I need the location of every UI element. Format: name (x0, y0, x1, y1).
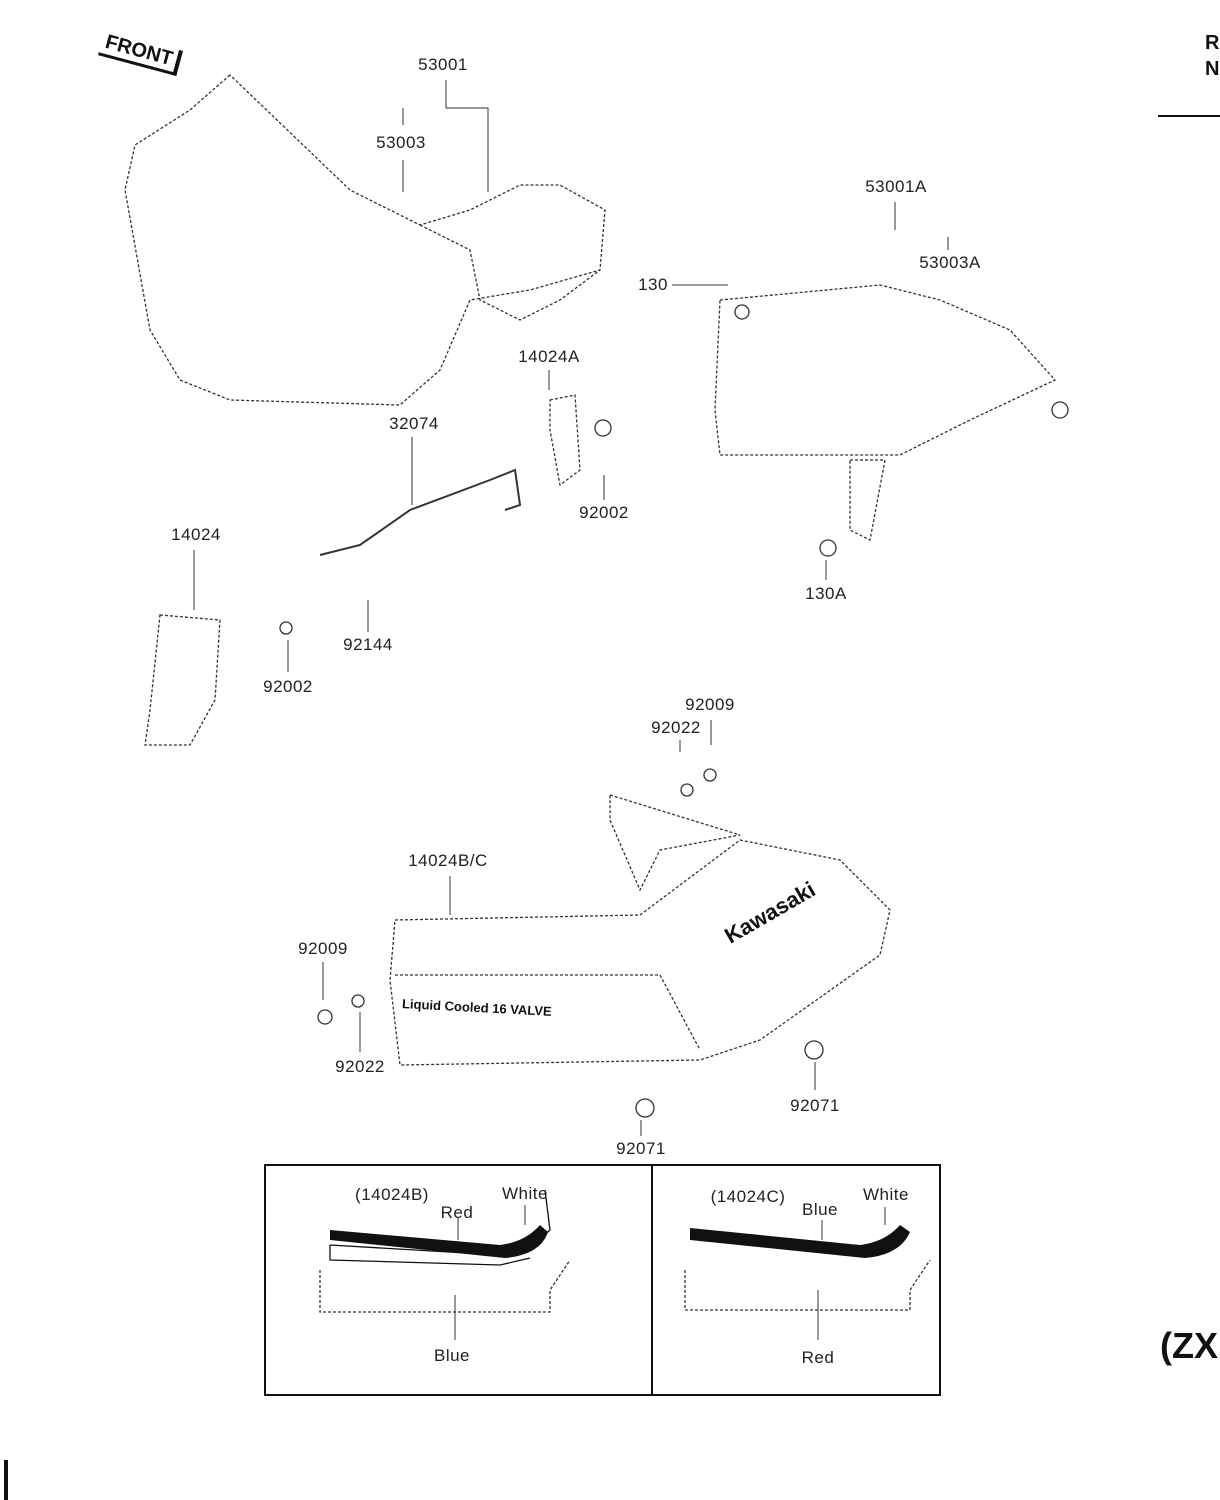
inset-b-part: (14024B) (355, 1185, 429, 1204)
callout-130: 130 (638, 275, 668, 294)
inset-b-top-color: Red (440, 1203, 474, 1222)
side-header-line2: N (1205, 58, 1220, 80)
seat-cowl-drawing (714, 284, 1057, 456)
side-model-label: (ZX (1160, 1325, 1218, 1366)
callout-92022-lower: 92022 (335, 1057, 385, 1076)
callout-92071-right: 92071 (790, 1096, 840, 1115)
callout-14024: 14024 (171, 525, 221, 544)
inset-c-tip-color: White (863, 1185, 909, 1204)
callout-14024BC: 14024B/C (408, 851, 488, 870)
callout-14024A: 14024A (518, 347, 580, 366)
inset-b-tip-color: White (502, 1184, 548, 1203)
callout-92022-upper: 92022 (651, 718, 701, 737)
inset-c-bottom-color: Red (801, 1348, 835, 1367)
callout-92071-bottom: 92071 (616, 1139, 666, 1158)
callout-53003: 53003 (376, 133, 426, 152)
inset-c-part: (14024C) (710, 1187, 786, 1206)
callout-92144: 92144 (343, 635, 393, 654)
tail-cover-drawing (389, 839, 891, 1066)
callout-92002-lower: 92002 (263, 677, 313, 696)
side-header-line1: R (1205, 32, 1220, 54)
callout-92009-lower: 92009 (298, 939, 348, 958)
callout-130A: 130A (805, 584, 847, 603)
callout-53003A: 53003A (919, 253, 981, 272)
callout-53001A: 53001A (865, 177, 927, 196)
inset-c-top-color: Blue (801, 1200, 839, 1219)
inset-b-bottom-color: Blue (433, 1346, 471, 1365)
callout-53001: 53001 (418, 55, 468, 74)
color-inset-box (264, 1164, 941, 1396)
bracket-drawing (319, 468, 522, 556)
callout-92002-upper: 92002 (579, 503, 629, 522)
callout-92009-upper: 92009 (685, 695, 735, 714)
callout-32074: 32074 (389, 414, 439, 433)
